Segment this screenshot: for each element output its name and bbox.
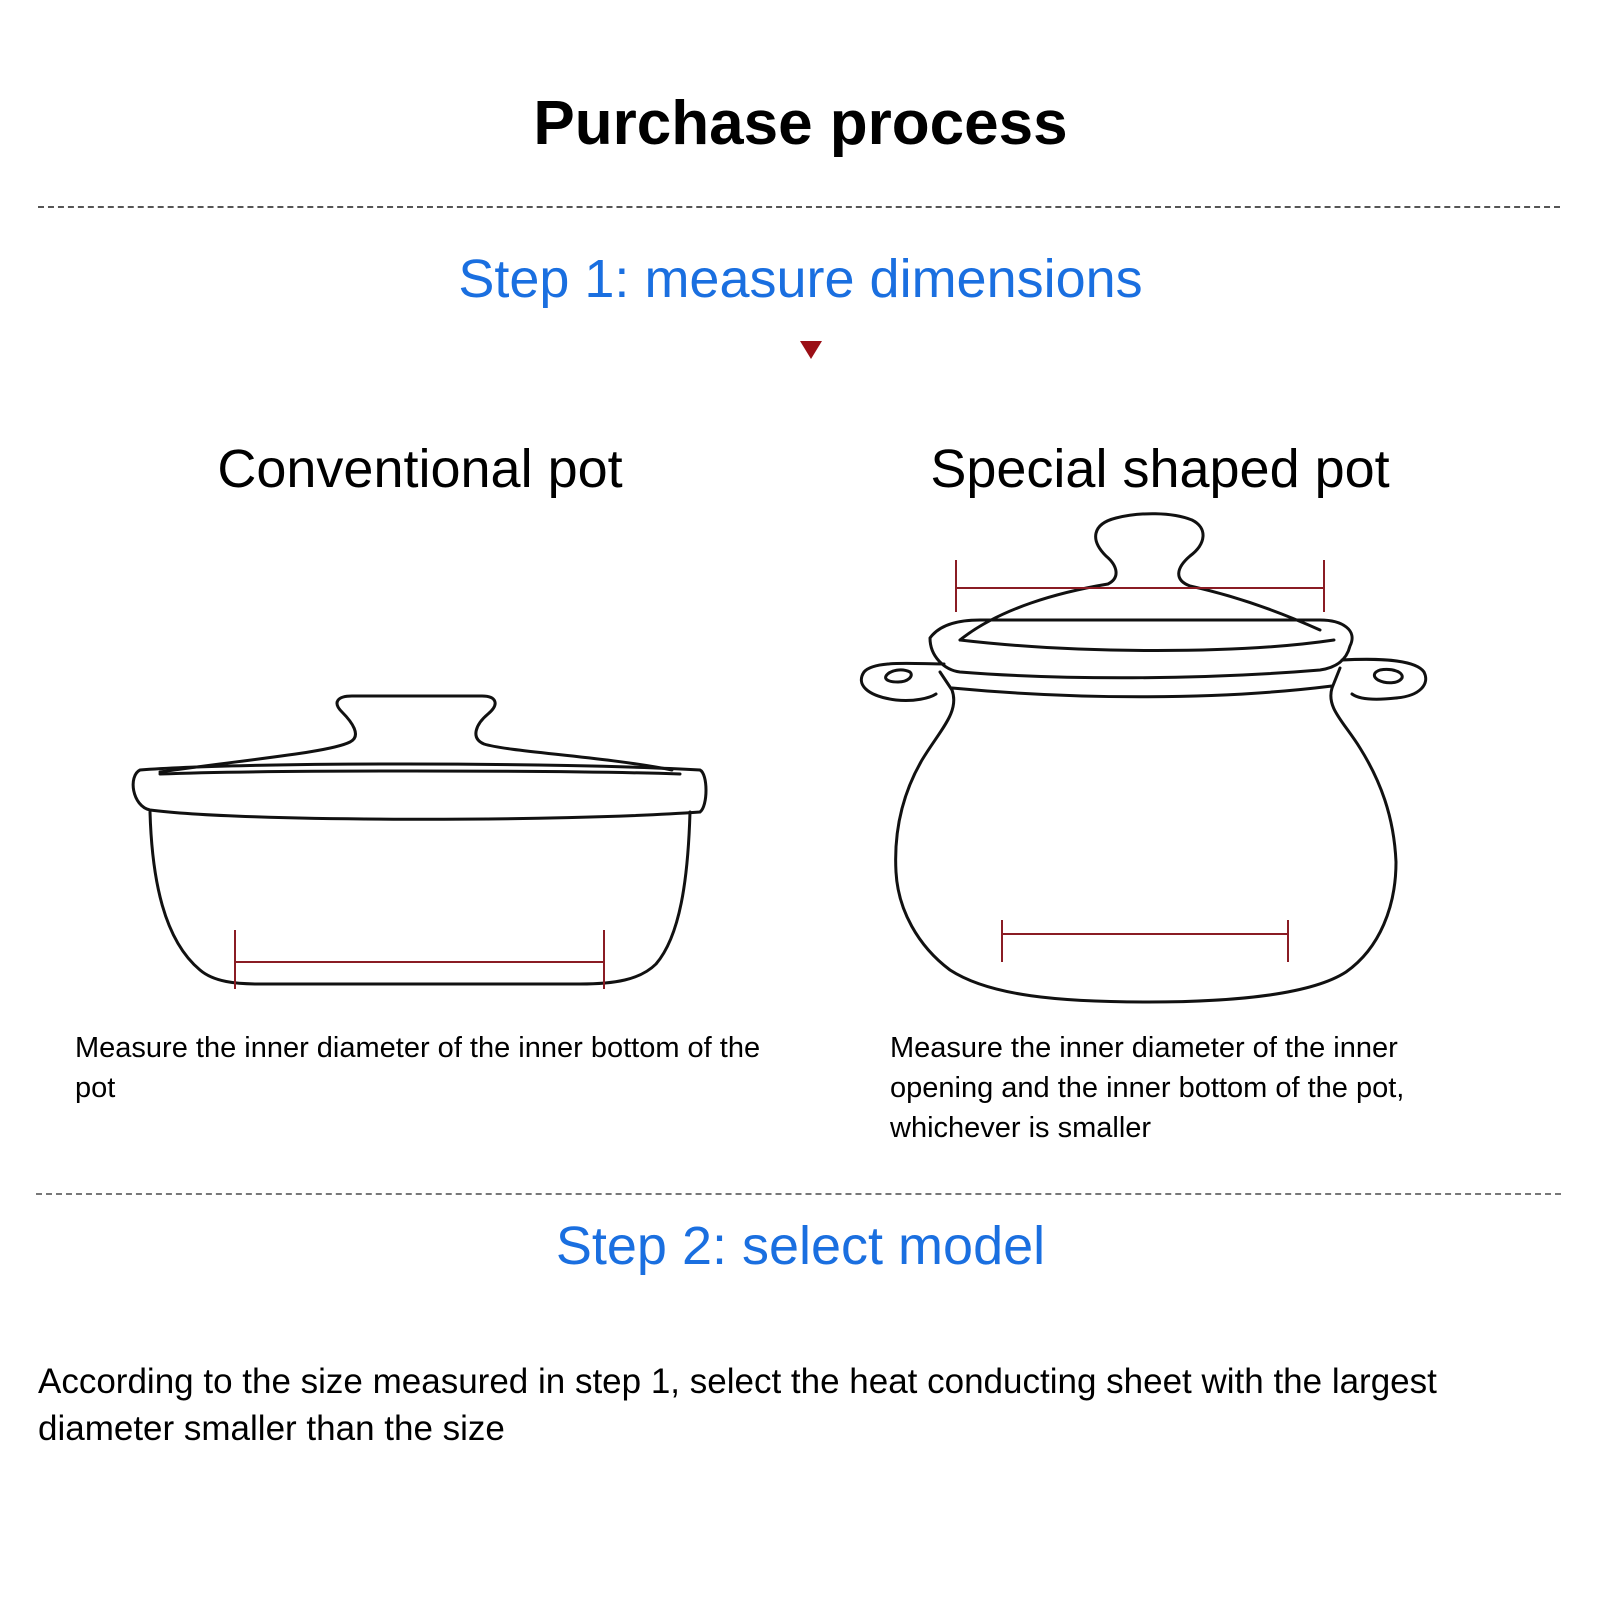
page-title: Purchase process [533, 89, 1068, 158]
step1-heading: Step 1: measure dimensions [458, 249, 1143, 309]
conventional-pot-title: Conventional pot [217, 439, 623, 499]
top-divider [38, 206, 1560, 208]
special-pot-title: Special shaped pot [930, 439, 1390, 499]
middle-divider [36, 1193, 1561, 1195]
step2-instructions: According to the size measured in step 1… [38, 1362, 1437, 1448]
down-triangle-icon [800, 341, 822, 359]
special-pot-caption: Measure the inner diameter of the inner … [890, 1032, 1405, 1144]
step2-heading: Step 2: select model [555, 1216, 1046, 1276]
conventional-pot-caption: Measure the inner diameter of the inner … [75, 1032, 761, 1104]
